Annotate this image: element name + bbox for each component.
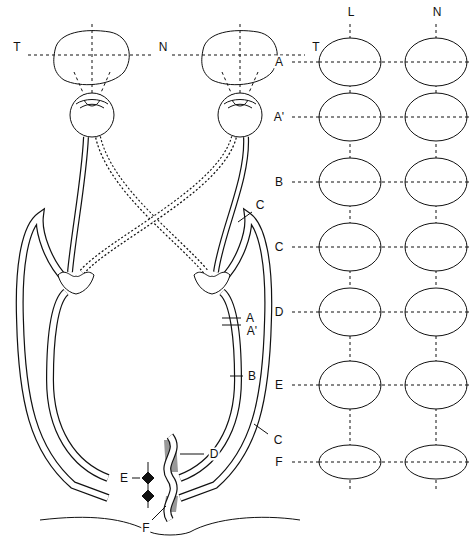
visual-field	[316, 91, 381, 141]
visual-field	[316, 158, 381, 210]
optic-nerve	[70, 137, 246, 272]
visual-field	[402, 158, 467, 210]
callout-letter: L	[347, 6, 356, 19]
callout-letter: A'	[246, 325, 258, 338]
visual-field	[314, 288, 381, 336]
callout-letter: F	[141, 522, 150, 535]
callout-letter: E	[274, 379, 284, 392]
visual-field	[316, 221, 381, 271]
visual-field	[319, 445, 381, 479]
callout-letter: C	[274, 241, 285, 254]
eye	[70, 93, 114, 137]
callout-letter: D	[209, 448, 220, 461]
callout-letter: A'	[273, 111, 285, 124]
callout-letter: N	[432, 6, 443, 19]
callout-letter: C	[273, 434, 284, 447]
callout-letter: B	[247, 370, 257, 383]
visual-field	[402, 91, 467, 141]
visual-field	[402, 38, 467, 86]
callout-letter: B	[274, 176, 284, 189]
eye	[218, 93, 262, 137]
callout-letter: A	[274, 56, 284, 69]
callout-letter: T	[311, 41, 320, 54]
callout-letter: C	[255, 199, 266, 212]
callout-letter: T	[12, 41, 21, 54]
callout-letter: D	[274, 306, 285, 319]
visual-field	[316, 38, 381, 86]
lesion-marker	[132, 212, 268, 520]
optic-radiation	[180, 216, 268, 498]
occipital-cortex	[40, 436, 300, 535]
visual-field	[405, 288, 467, 336]
callout-letter: F	[274, 456, 283, 469]
lateral-geniculate	[194, 272, 230, 294]
visual-field	[402, 357, 467, 413]
visual-field	[402, 221, 467, 271]
visual-field	[405, 445, 467, 479]
callout-letter: E	[119, 472, 129, 485]
visual-field	[316, 357, 381, 413]
optic-radiation	[20, 216, 108, 498]
callout-letter: N	[158, 41, 169, 54]
callout-letter: A	[245, 312, 255, 325]
lateral-geniculate	[58, 272, 94, 294]
